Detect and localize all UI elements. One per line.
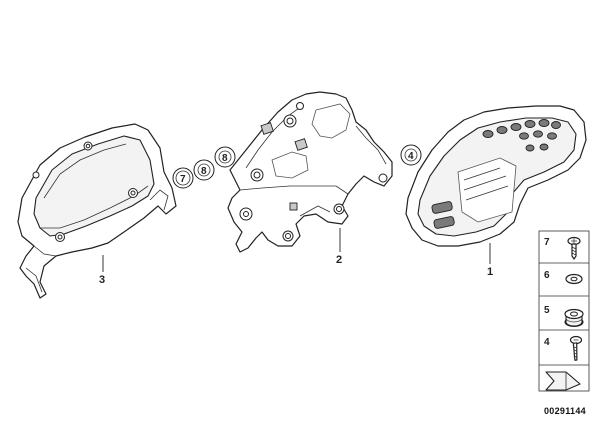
parts-legend: 7 6 5 4 [538, 230, 590, 392]
callout-8b: 8 [214, 146, 236, 168]
legend-number-6: 6 [544, 270, 550, 281]
legend-item-washer-6: 6 [544, 270, 583, 285]
legend-item-long-screw-4: 4 [544, 335, 583, 361]
label-part-1: 1 [487, 266, 493, 278]
legend-number-4: 4 [544, 337, 550, 348]
part-1-instrument-cluster: 1 [405, 105, 587, 278]
label-part-7: 7 [180, 174, 186, 185]
label-part-2: 2 [336, 254, 342, 266]
document-number: 00291144 [544, 406, 586, 416]
callout-7: 7 [172, 167, 194, 189]
label-part-3: 3 [99, 274, 105, 286]
indicator-lamps [482, 119, 561, 152]
callout-8a: 8 [193, 159, 215, 181]
part-2-bracket: 2 [227, 91, 393, 266]
label-part-8-second: 8 [222, 153, 228, 164]
legend-arrow-graphic [545, 371, 581, 391]
legend-number-7: 7 [544, 237, 550, 248]
legend-number-5: 5 [544, 305, 550, 316]
label-part-4: 4 [408, 151, 414, 162]
label-part-8-first: 8 [201, 166, 207, 177]
part-3-rear-cover: 3 [17, 123, 177, 299]
legend-item-grommet-5: 5 [544, 305, 584, 328]
legend-item-screw-7: 7 [544, 236, 581, 260]
callout-4: 4 [400, 144, 422, 166]
